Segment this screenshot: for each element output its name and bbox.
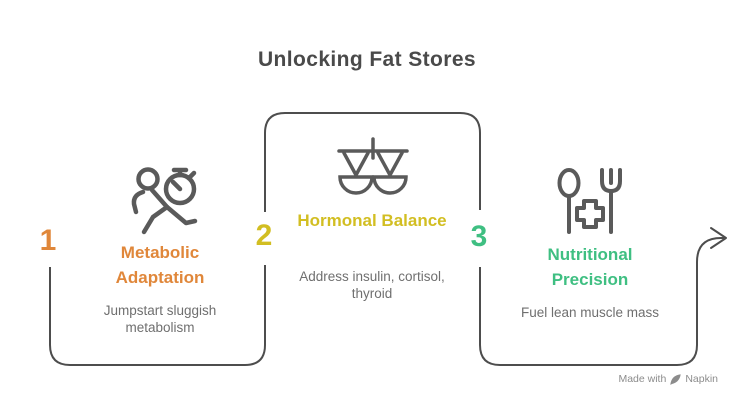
step-1-number: 1: [39, 224, 57, 257]
watermark-prefix: Made with: [618, 373, 667, 385]
napkin-pen-icon: [670, 373, 682, 385]
balance-scale-icon: [337, 137, 409, 195]
step-3-description: Fuel lean muscle mass: [520, 305, 660, 320]
step-2-number: 2: [255, 219, 273, 252]
step-3-number: 3: [470, 220, 488, 253]
watermark: Made with Napkin: [618, 373, 718, 385]
step-3-title: Nutritional Precision: [547, 245, 633, 289]
step-1-description: Jumpstart sluggish metabolism: [103, 303, 217, 335]
step-2-description: Address insulin, cortisol, thyroid: [299, 269, 445, 301]
spoon-fork-icon: [557, 168, 622, 234]
runner-stopwatch-icon: [131, 167, 198, 235]
arrow-icon: [710, 227, 727, 249]
page-title: Unlocking Fat Stores: [257, 48, 477, 71]
watermark-brand[interactable]: Napkin: [685, 373, 718, 385]
step-1-title: Metabolic Adaptation: [115, 243, 205, 287]
flow-line: [49, 112, 724, 366]
step-2-title: Hormonal Balance: [297, 211, 447, 230]
